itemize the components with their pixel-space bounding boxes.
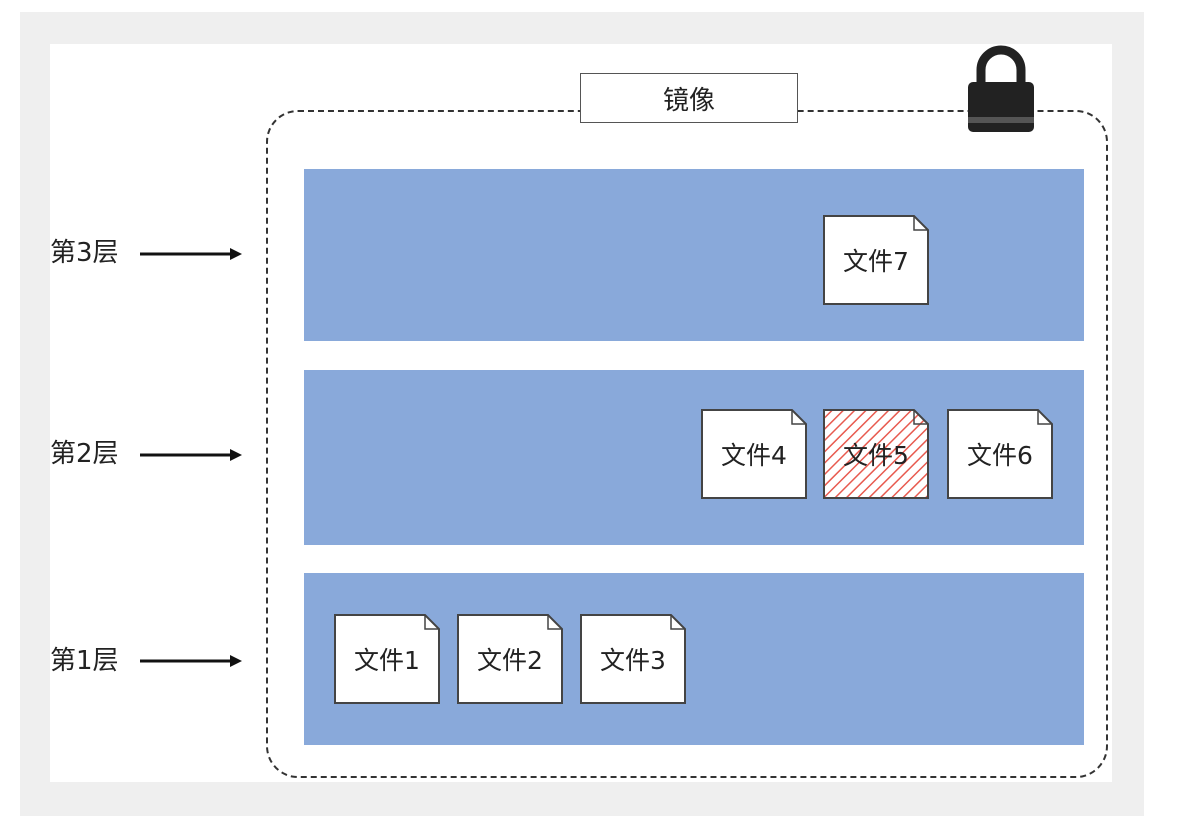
file-5-label: 文件5 (843, 441, 909, 470)
lock-icon (964, 42, 1038, 134)
file-1-label: 文件1 (354, 646, 420, 675)
file-1: 文件1 (333, 613, 441, 705)
file-5-deleted: 文件5 (822, 408, 930, 500)
file-7: 文件7 (822, 214, 930, 306)
layer-3-band (304, 169, 1084, 341)
arrow-right-icon (140, 655, 242, 667)
file-2: 文件2 (456, 613, 564, 705)
layer-1-label: 第1层 (50, 646, 119, 676)
file-2-label: 文件2 (477, 646, 543, 675)
image-title: 镜像 (580, 73, 798, 123)
file-6-label: 文件6 (967, 441, 1033, 470)
layer-3-label: 第3层 (50, 238, 119, 268)
file-4: 文件4 (700, 408, 808, 500)
file-3: 文件3 (579, 613, 687, 705)
image-title-text: 镜像 (662, 85, 715, 116)
arrow-right-icon (140, 248, 242, 260)
layer-2-label: 第2层 (50, 439, 119, 469)
file-7-label: 文件7 (843, 247, 909, 276)
file-6: 文件6 (946, 408, 1054, 500)
arrow-right-icon (140, 449, 242, 461)
file-3-label: 文件3 (600, 646, 666, 675)
file-4-label: 文件4 (721, 441, 787, 470)
